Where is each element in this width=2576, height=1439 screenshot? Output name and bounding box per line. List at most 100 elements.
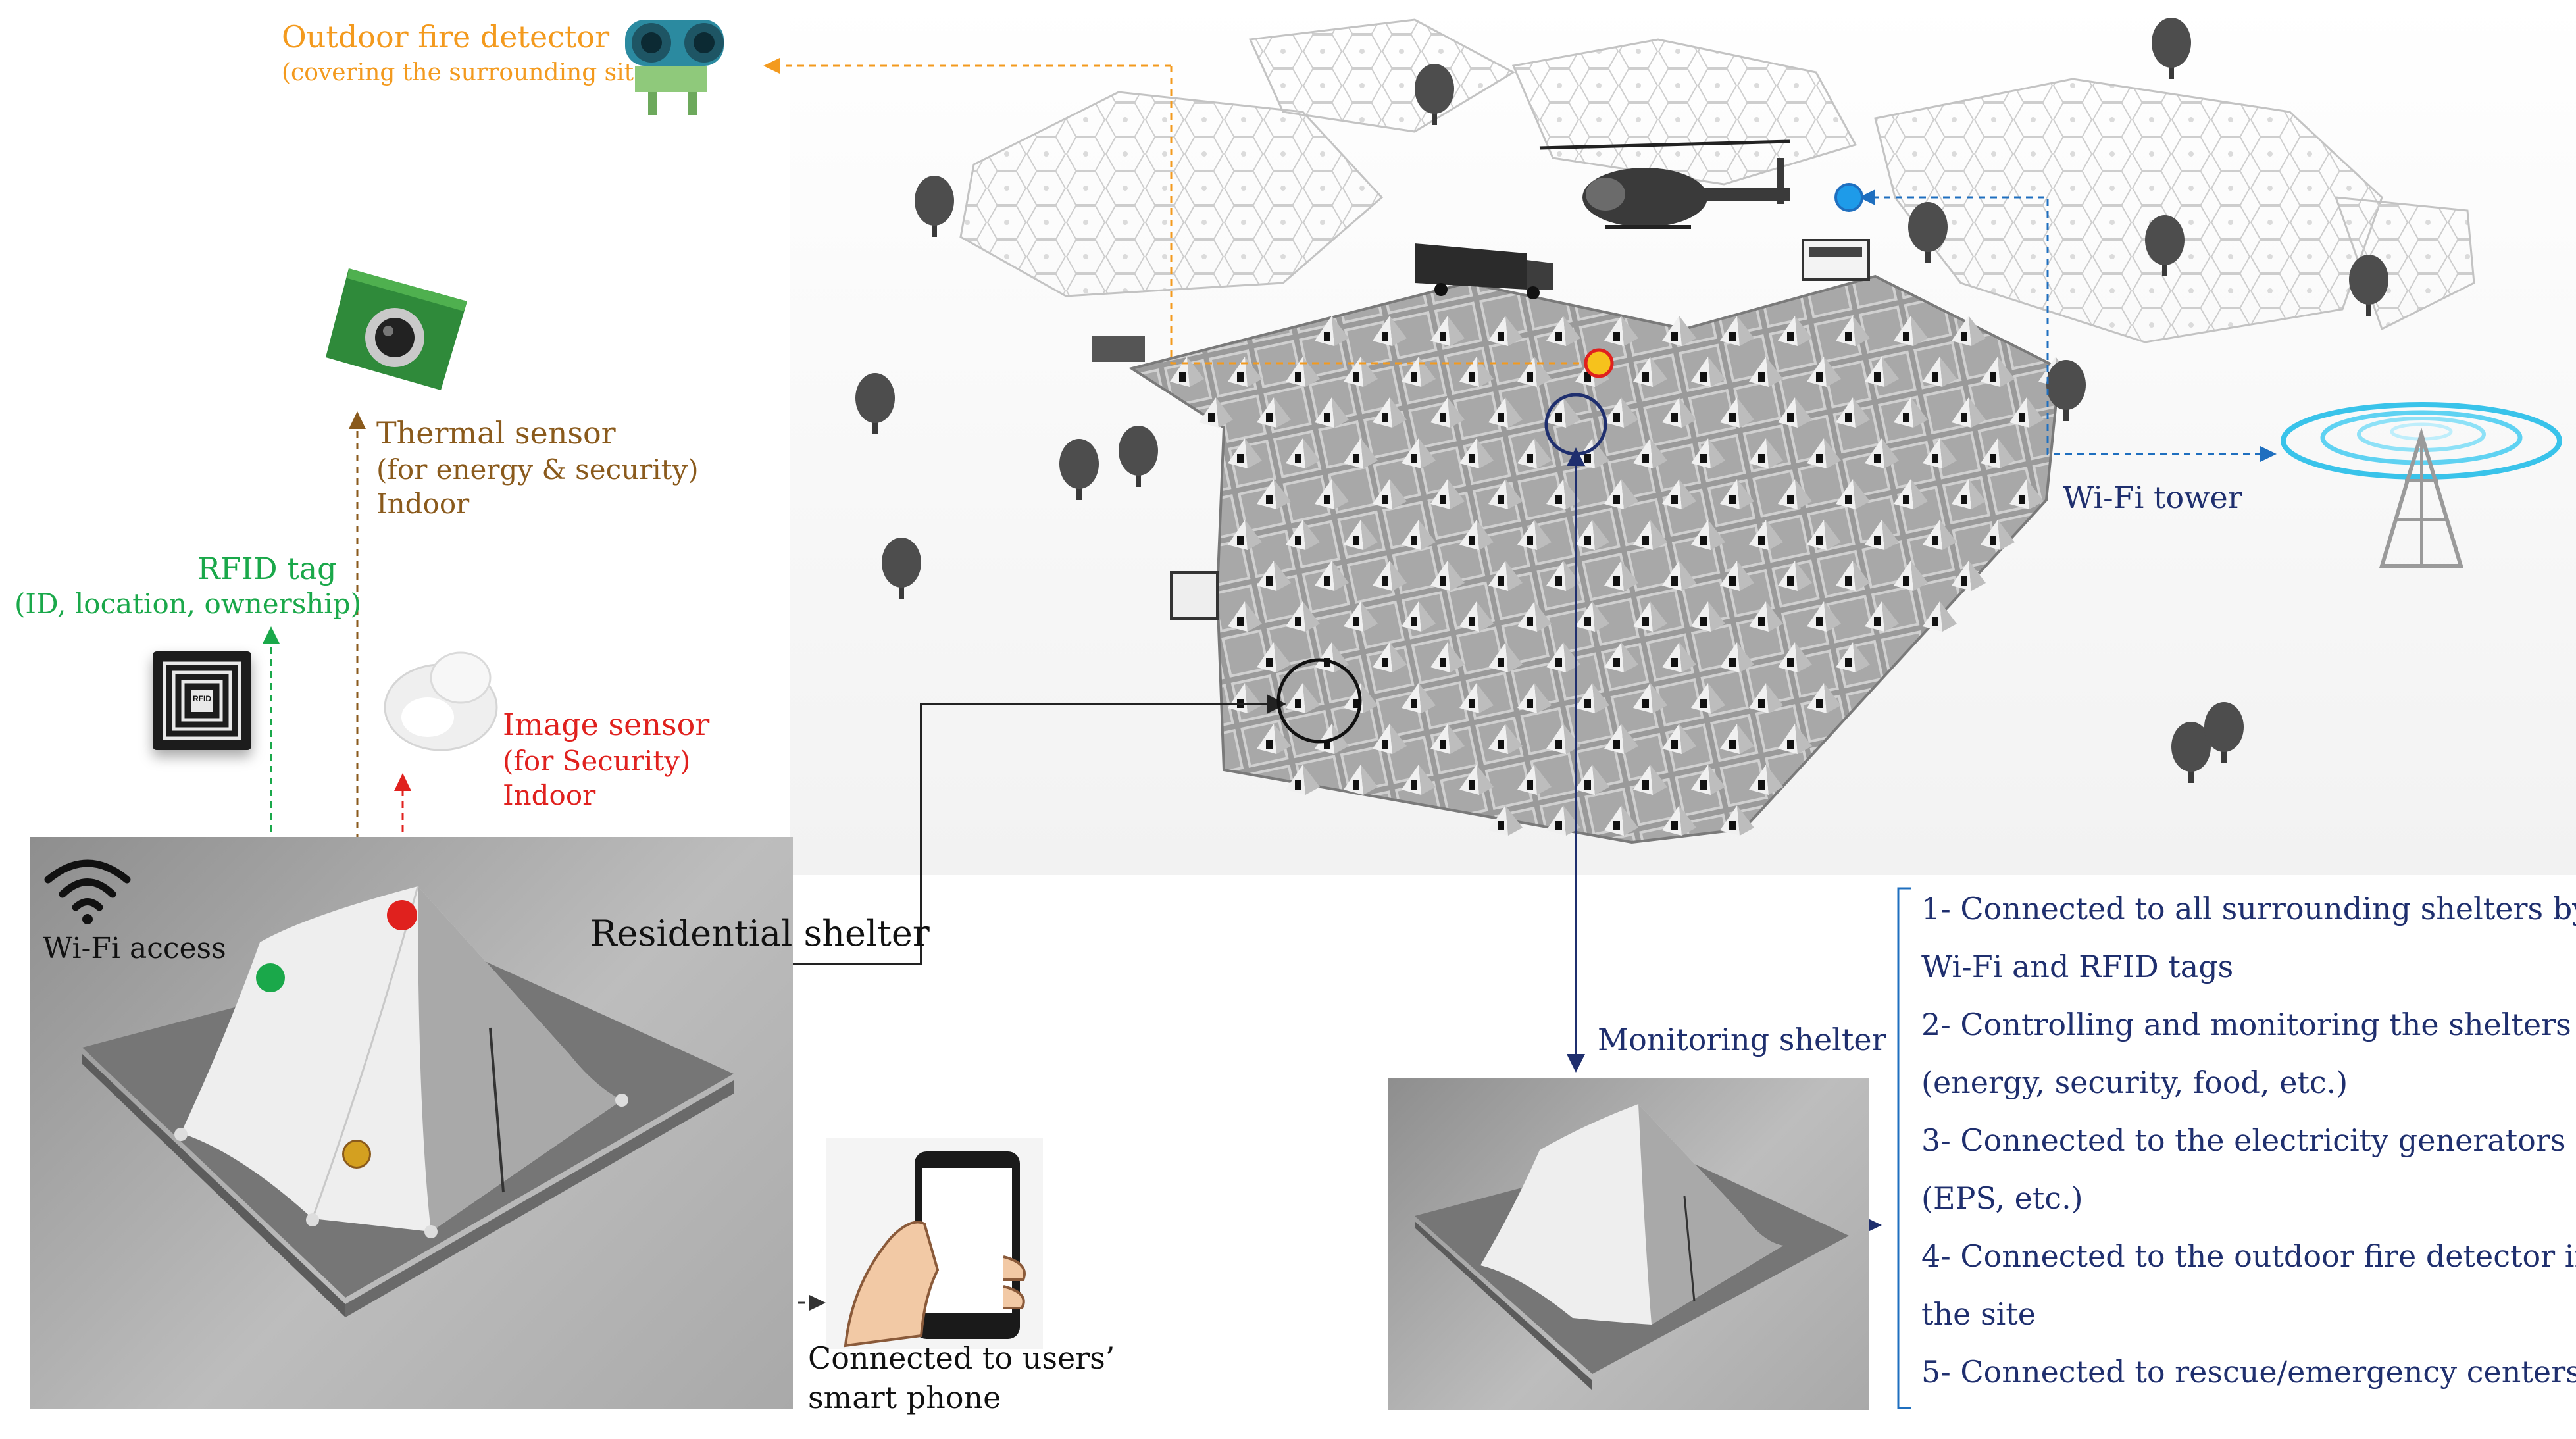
tent-4 [1546,316,1580,346]
list-line-3: 2- Controlling and monitoring the shelte… [1921,1007,2571,1042]
tent-105 [1633,601,1667,632]
tent-97 [1952,561,1986,591]
tent-82 [1865,520,1899,550]
tent-1 [1373,316,1407,346]
tent-136 [1430,724,1465,754]
tent-92 [1662,561,1696,591]
tent-103 [1517,601,1552,632]
wifi-tower-icon [2281,402,2562,568]
monitoring-arrowhead-down [1567,1054,1585,1073]
tent-142 [1778,724,1812,754]
tent-29 [1257,397,1291,428]
tent-76 [1517,520,1552,550]
list-line-2: Wi-Fi and RFID tags [1921,949,2234,984]
tent-72 [1286,520,1320,550]
tent-70 [2009,479,2044,509]
tent-9 [1836,316,1870,346]
tent-40 [1894,397,1928,428]
tent-68 [1894,479,1928,509]
residential-highlight-circle [1276,658,1362,744]
image-sensor-title: Image sensor [503,707,710,742]
image-sensor-dot [387,900,417,930]
tent-151 [1749,765,1783,795]
tree-9 [2171,722,2211,783]
tent-69 [1952,479,1986,509]
list-line-9: 5- Connected to rescue/emergency centers [1921,1354,2576,1390]
tent-119 [1720,642,1754,672]
tent-30 [1315,397,1349,428]
tent-132 [1807,683,1841,713]
list-line-6: (EPS, etc.) [1921,1180,2083,1216]
rfid-title: RFID tag [197,551,337,586]
monitoring-tent-render [1415,1104,1849,1390]
tent-84 [1981,520,2015,550]
tent-86 [1315,561,1349,591]
tent-99 [1286,601,1320,632]
tent-117 [1604,642,1638,672]
tent-155 [1662,805,1696,836]
phone-arrowhead-right [809,1295,826,1311]
tent-91 [1604,561,1638,591]
wifi-marker [1834,183,1863,212]
tent-104 [1575,601,1609,632]
tent-67 [1836,479,1870,509]
tree-6 [2046,360,2086,421]
truck-icon [1415,243,1553,299]
monitoring-arrowhead-up [1567,447,1585,466]
fire-arrowhead [763,58,780,74]
tent-6 [1662,316,1696,346]
list-bracket [1897,887,1911,1409]
tree-7 [2349,255,2388,316]
tent-107 [1749,601,1783,632]
tent-129 [1633,683,1667,713]
tent-77 [1575,520,1609,550]
tent-11 [1952,316,1986,346]
tent-137 [1488,724,1523,754]
tent-87 [1373,561,1407,591]
tree-4 [882,538,921,599]
wifi-arrowhead-right [2260,446,2277,462]
tent-135 [1373,724,1407,754]
tent-125 [1402,683,1436,713]
tent-106 [1691,601,1725,632]
tent-48 [1517,438,1552,468]
tent-42 [2009,397,2044,428]
tent-0 [1315,316,1349,346]
rfid-arrowhead [263,626,280,644]
tent-64 [1662,479,1696,509]
tent-44 [1286,438,1320,468]
tent-115 [1488,642,1523,672]
tent-111 [1257,642,1291,672]
rfid-chip-text: RFID [193,694,211,703]
tent-140 [1662,724,1696,754]
tent-81 [1807,520,1841,550]
wifi-tower-label: Wi-Fi tower [2063,480,2242,515]
wifi-icon [44,859,131,924]
image-sensor-sub: (for Security) [503,745,691,777]
tent-7 [1720,316,1754,346]
tent-149 [1633,765,1667,795]
tent-150 [1691,765,1725,795]
camp-tents [1170,316,2073,836]
tent-123 [1286,683,1320,713]
tent-144 [1344,765,1378,795]
tent-148 [1575,765,1609,795]
tent-32 [1430,397,1465,428]
tent-66 [1778,479,1812,509]
tent-61 [1488,479,1523,509]
tent-37 [1720,397,1754,428]
tent-21 [1691,357,1725,387]
tent-22 [1749,357,1783,387]
tent-141 [1720,724,1754,754]
tent-156 [1720,805,1754,836]
vehicle-icon [1092,239,1870,620]
tent-54 [1865,438,1899,468]
phone-label-line1: Connected to users’ [808,1340,1115,1376]
tent-57 [1257,479,1291,509]
list-line-7: 4- Connected to the outdoor fire detecto… [1921,1238,2576,1274]
tent-58 [1315,479,1349,509]
tent-145 [1402,765,1436,795]
tree-12 [2145,215,2185,276]
tent-127 [1517,683,1552,713]
tent-10 [1894,316,1928,346]
